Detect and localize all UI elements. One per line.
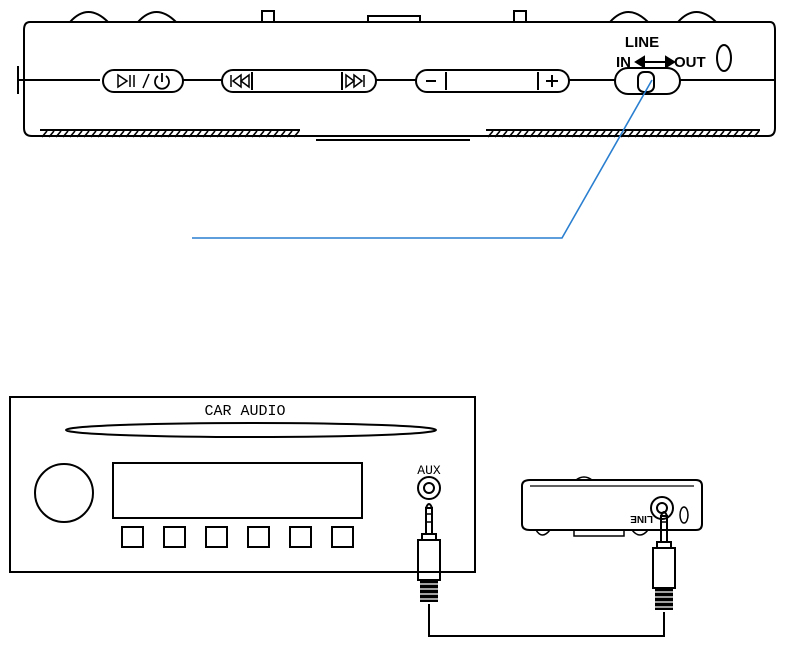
- preset-button: [206, 527, 227, 547]
- volume-knob: [35, 464, 93, 522]
- preset-button: [122, 527, 143, 547]
- line-switch-in-label: IN: [616, 54, 631, 71]
- double-arrow-icon: [636, 57, 674, 67]
- device-top-view: [18, 11, 775, 140]
- skip-back-icon: [231, 75, 249, 87]
- top-bump-left-2: [138, 12, 176, 22]
- aux-plug-left: [418, 504, 440, 602]
- preset-buttons: [122, 527, 353, 547]
- preset-button: [290, 527, 311, 547]
- player-side-view: [522, 477, 702, 536]
- top-bump-right-1: [610, 12, 648, 22]
- line-switch-out-label: OUT: [674, 54, 706, 71]
- preset-button: [332, 527, 353, 547]
- car-audio-title: CAR AUDIO: [204, 403, 285, 420]
- car-audio-unit: [10, 397, 475, 572]
- top-clip-1: [262, 11, 274, 22]
- play-pause-power-button: [103, 70, 183, 92]
- preset-button: [164, 527, 185, 547]
- display-panel: [113, 463, 362, 518]
- top-bump-right-2: [678, 12, 716, 22]
- side-oval: [717, 45, 731, 71]
- aux-jack: [418, 477, 440, 499]
- skip-forward-icon: [346, 75, 364, 87]
- power-icon: [155, 73, 169, 89]
- top-clip-2: [514, 11, 526, 22]
- aux-plug-right: [653, 512, 675, 610]
- audio-cable: [429, 604, 664, 636]
- aux-jack-inner: [424, 483, 434, 493]
- player-line-label: LINE: [630, 513, 653, 524]
- top-bump-left-1: [70, 12, 108, 22]
- callout-line: [192, 80, 652, 238]
- aux-label: AUX: [417, 463, 441, 478]
- line-switch-title: LINE: [625, 34, 659, 51]
- play-pause-icon: [118, 74, 149, 88]
- preset-button: [248, 527, 269, 547]
- cd-slot: [66, 423, 436, 437]
- plus-icon: [546, 75, 558, 87]
